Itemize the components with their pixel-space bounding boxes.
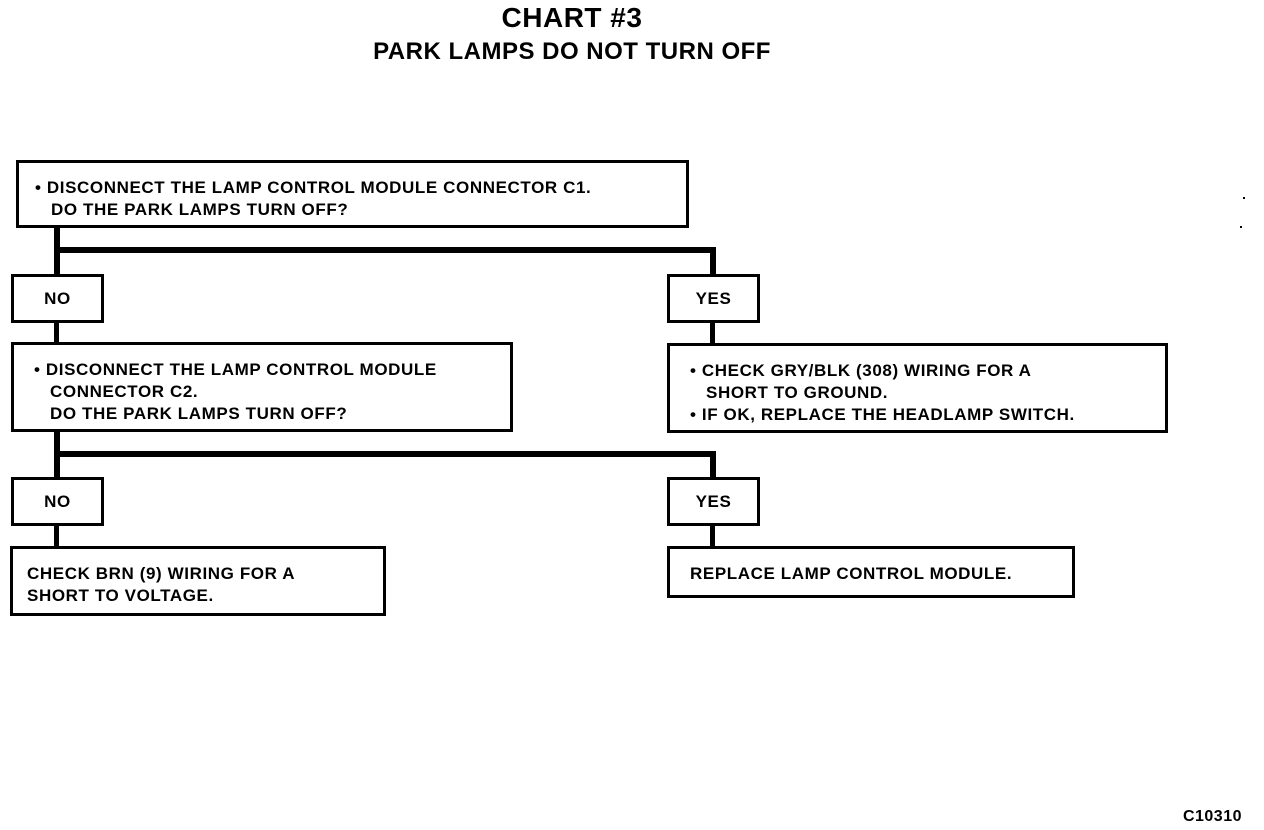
no-label-2: NO bbox=[11, 477, 104, 526]
connector-yes2-to-action bbox=[710, 524, 715, 548]
no2-action-line-1: CHECK BRN (9) WIRING FOR A bbox=[27, 564, 296, 583]
step2-line-3: DO THE PARK LAMPS TURN OFF? bbox=[50, 404, 348, 423]
connector-branch1-horizontal bbox=[54, 247, 716, 253]
step1-box: • DISCONNECT THE LAMP CONTROL MODULE CON… bbox=[16, 160, 689, 228]
connector-branch1-yes-down bbox=[710, 247, 716, 276]
step2-line-2: CONNECTOR C2. bbox=[50, 382, 199, 401]
connector-branch2-yes-down bbox=[710, 451, 716, 480]
no-label-1: NO bbox=[11, 274, 104, 323]
yes-label-1: YES bbox=[667, 274, 760, 323]
connector-no2-to-action bbox=[54, 524, 59, 548]
yes2-action-line-1: REPLACE LAMP CONTROL MODULE. bbox=[690, 564, 1013, 583]
step2-box: • DISCONNECT THE LAMP CONTROL MODULE CON… bbox=[11, 342, 513, 432]
figure-code: C10310 bbox=[1182, 808, 1242, 825]
yes1-action-line-1: • CHECK GRY/BLK (308) WIRING FOR A bbox=[690, 361, 1032, 380]
step2-line-1: • DISCONNECT THE LAMP CONTROL MODULE bbox=[34, 360, 437, 379]
yes1-action-line-3: • IF OK, REPLACE THE HEADLAMP SWITCH. bbox=[690, 405, 1075, 424]
yes-label-2: YES bbox=[667, 477, 760, 526]
chart-title: CHART #3 bbox=[501, 2, 643, 33]
no2-action-box: CHECK BRN (9) WIRING FOR A SHORT TO VOLT… bbox=[10, 546, 386, 616]
yes2-action-box: REPLACE LAMP CONTROL MODULE. bbox=[667, 546, 1075, 598]
step1-line-2: DO THE PARK LAMPS TURN OFF? bbox=[51, 200, 349, 219]
scan-speck bbox=[1240, 226, 1242, 228]
step1-line-1: • DISCONNECT THE LAMP CONTROL MODULE CON… bbox=[35, 178, 592, 197]
connector-branch2-horizontal bbox=[54, 451, 716, 457]
no2-action-line-2: SHORT TO VOLTAGE. bbox=[27, 586, 214, 605]
scan-speck bbox=[1243, 197, 1245, 199]
yes1-action-line-2: SHORT TO GROUND. bbox=[706, 383, 889, 402]
connector-yes1-to-action bbox=[710, 320, 715, 345]
chart-subtitle: PARK LAMPS DO NOT TURN OFF bbox=[373, 38, 771, 65]
connector-no1-to-step2 bbox=[54, 320, 59, 344]
yes1-action-box: • CHECK GRY/BLK (308) WIRING FOR A SHORT… bbox=[667, 343, 1168, 433]
